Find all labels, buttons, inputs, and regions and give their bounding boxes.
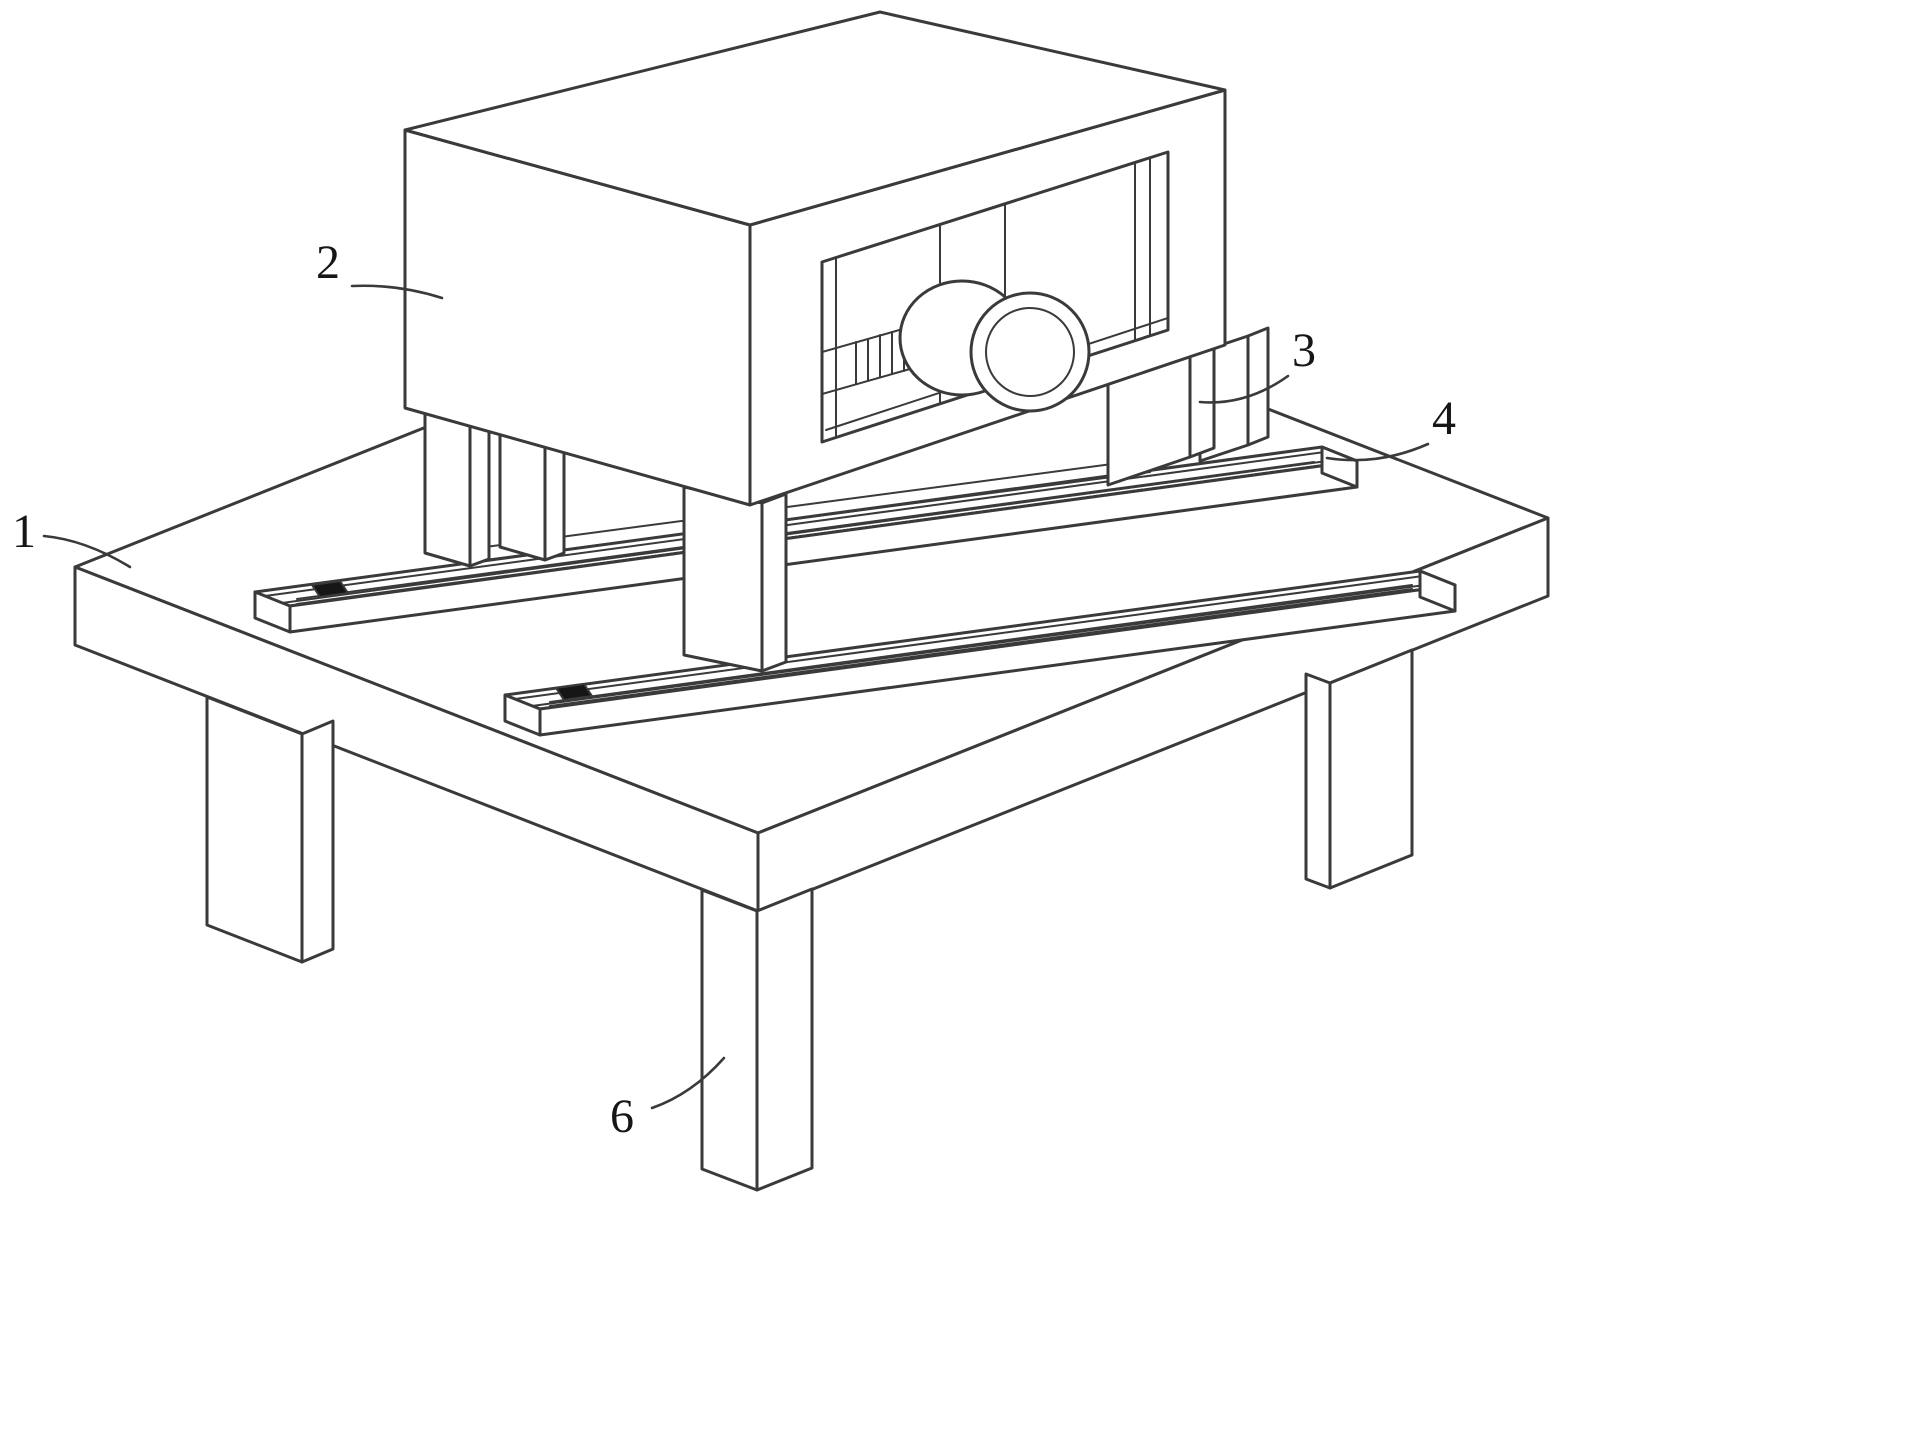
leader-line-3: [1198, 374, 1290, 404]
support-column-left-2: [498, 431, 566, 562]
leader-line-6: [650, 1056, 726, 1110]
leader-line-1: [42, 534, 132, 569]
rail-right-end-cap: [1418, 569, 1457, 613]
line-art: 1 2 3 4 6: [12, 10, 1550, 1192]
table-leg-front: [700, 887, 814, 1192]
column-side-face: [543, 437, 566, 562]
rail-left-end-cap: [253, 590, 292, 634]
column-front-face: [498, 431, 547, 562]
column-side-face: [760, 492, 788, 673]
reference-labels: 1 2 3 4 6: [12, 236, 1456, 1143]
support-column-center: [682, 485, 788, 673]
table-leg-right: [1304, 648, 1414, 890]
table-leg-left: [205, 695, 335, 964]
table-leg-left-front: [205, 695, 304, 964]
rail-screw: [296, 461, 1315, 600]
support-columns: [423, 326, 1270, 673]
beam-edge: [469, 471, 1151, 563]
label-1: 1: [12, 505, 36, 558]
rail-right-end-cap: [1320, 445, 1359, 489]
table-leg-left-side: [300, 719, 335, 964]
rail-left-end-cap: [503, 693, 542, 737]
rail-slider-block: [311, 580, 349, 598]
rail-screw: [549, 588, 1413, 707]
leader-line-2: [350, 284, 444, 300]
label-2: 2: [316, 236, 340, 289]
guide-rail-front: [503, 569, 1457, 737]
support-column-right-1: [1106, 345, 1216, 487]
support-column-left-1: [423, 410, 491, 568]
label-3: 3: [1292, 324, 1316, 377]
guide-rail-back: [253, 445, 1359, 634]
column-side-face: [468, 416, 491, 568]
beam-edge: [469, 458, 1151, 550]
table-leg-right-front: [1328, 648, 1414, 890]
guide-rails: [253, 445, 1457, 737]
carriage-beam: [469, 458, 1151, 563]
motor: [898, 279, 1091, 413]
label-6: 6: [610, 1090, 634, 1143]
table-leg-front-right-face: [755, 887, 814, 1192]
column-front-face: [423, 410, 472, 568]
rail-screw: [549, 584, 1413, 703]
machine-housing: [403, 10, 1227, 507]
rail-slider-block: [555, 683, 593, 701]
column-side-face: [1246, 326, 1270, 447]
column-front-face: [682, 485, 764, 673]
table-leg-right-side: [1304, 672, 1332, 890]
motor-face-inner: [985, 307, 1075, 397]
label-4: 4: [1432, 392, 1456, 445]
housing-top-face: [403, 10, 1227, 227]
table-leg-front-left-face: [700, 888, 759, 1192]
leader-line-4: [1325, 442, 1430, 462]
